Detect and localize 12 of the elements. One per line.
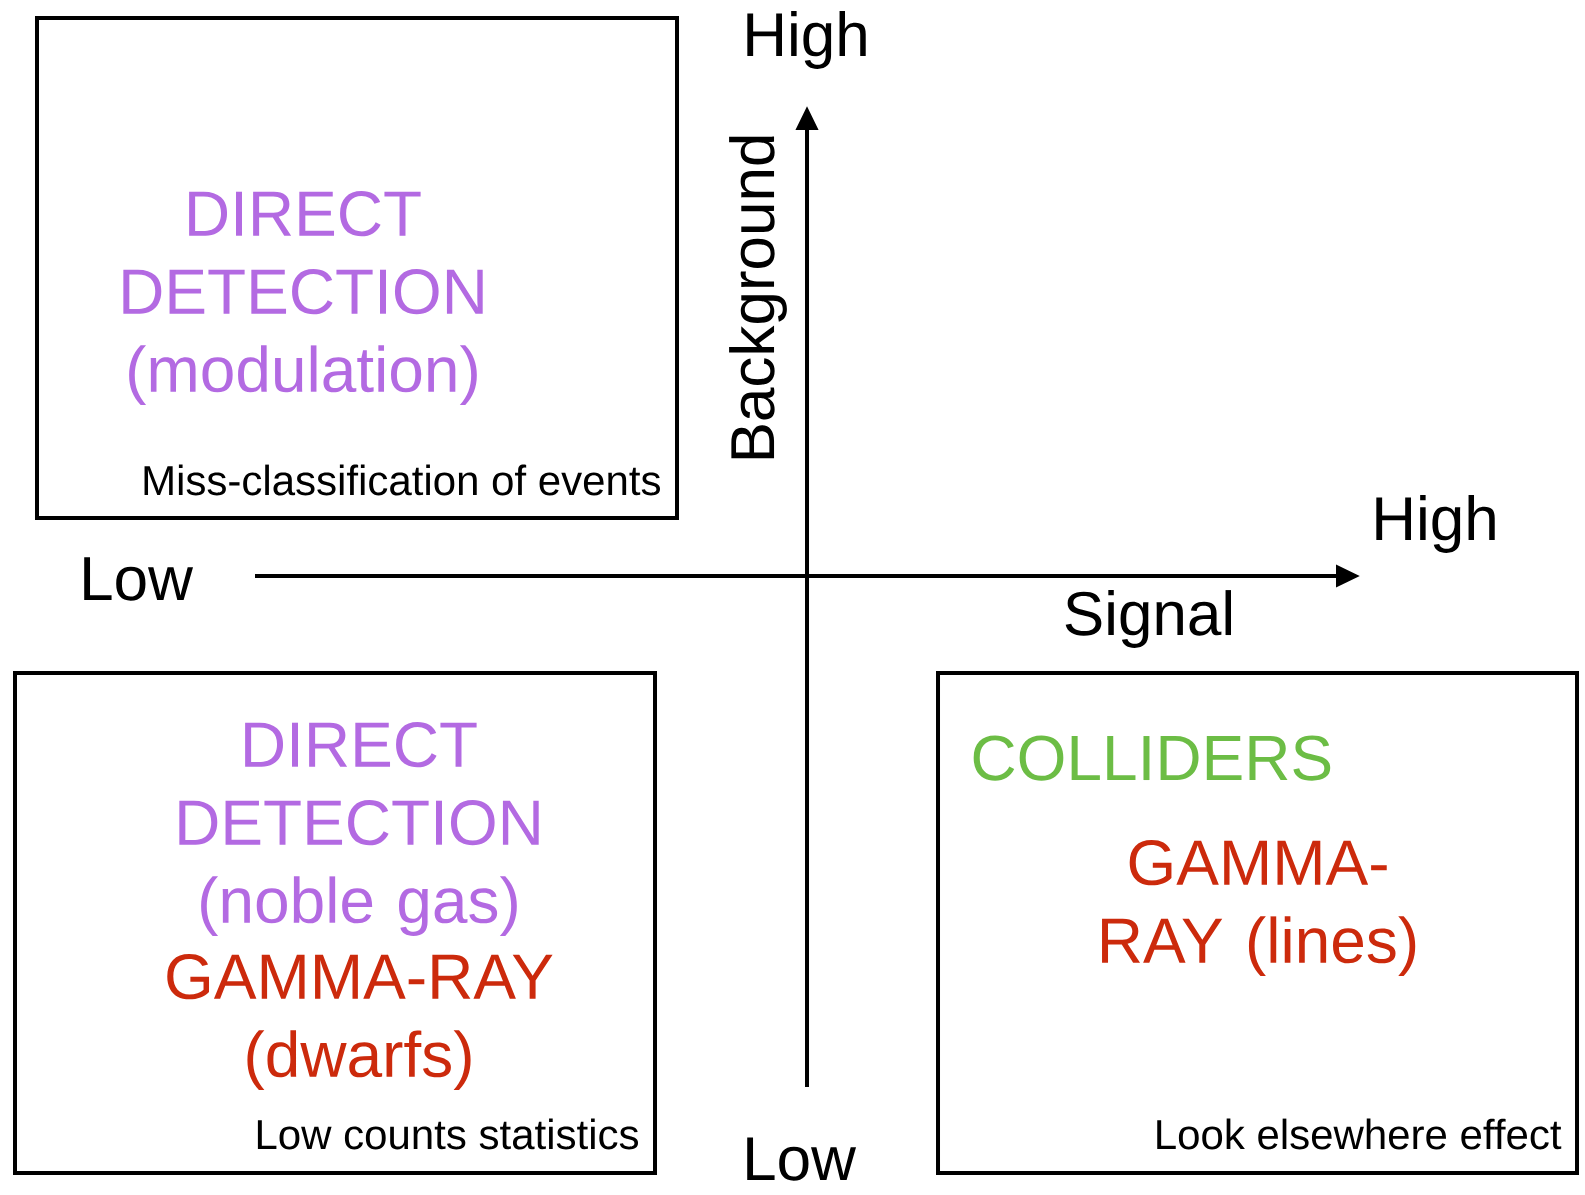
note-text: Miss-classification of events [144,464,660,496]
category-label: GAMMA-RAY (lines) [1102,840,1416,976]
category-label: GAMMA-RAY (dwarfs) [167,954,553,1090]
note-text: Low counts statistics [257,1118,638,1150]
axis-label: High [747,11,866,69]
axis-label: High [1376,495,1495,553]
category-label: DIRECT DETECTION (modulation) [123,191,483,405]
note-text: Look elsewhere effect [1157,1118,1562,1150]
axis-label: Low [84,557,194,601]
axis-label: Low [747,1137,857,1181]
category-label: COLLIDERS [973,735,1331,781]
category-label: DIRECT DETECTION (noble gas) [179,722,539,936]
